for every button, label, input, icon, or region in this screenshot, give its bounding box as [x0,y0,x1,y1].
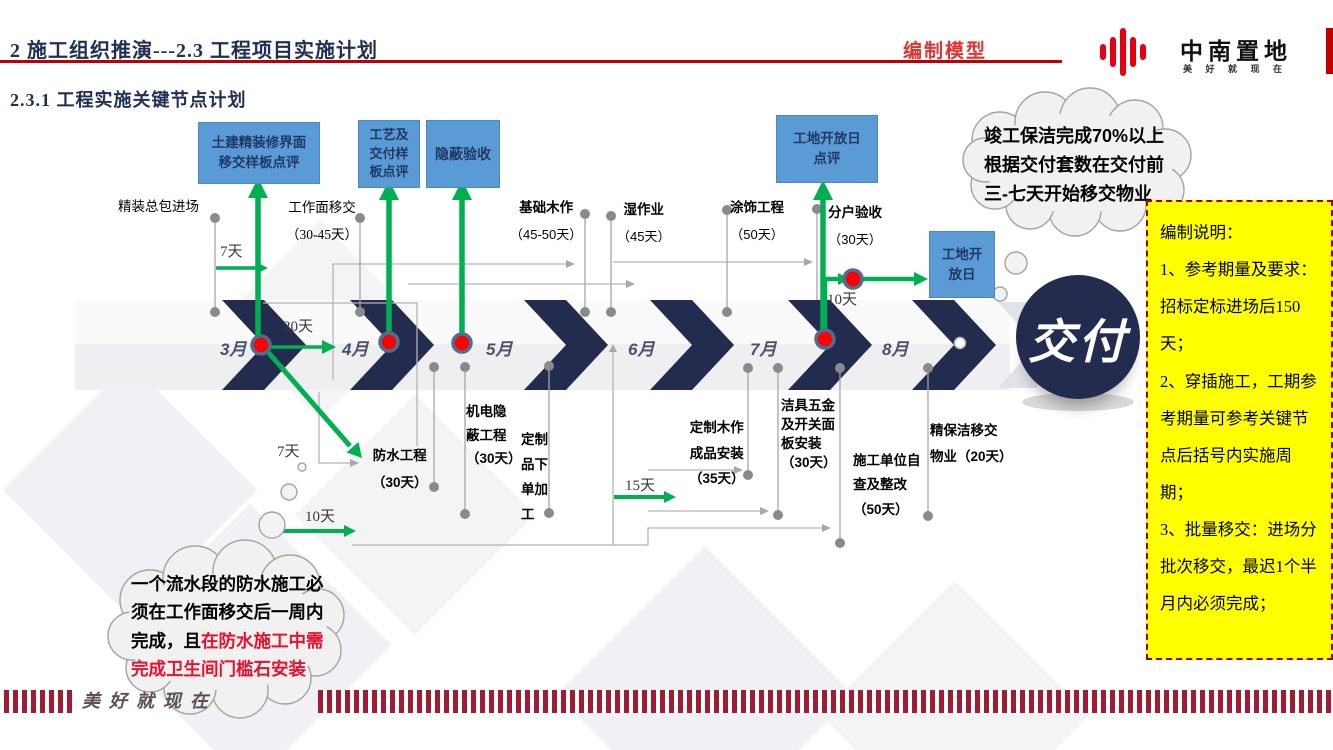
section-subtitle: 2.3.1 工程实施关键节点计划 [10,90,247,110]
task-stems [214,209,929,543]
month-label-jul: 7月 [750,340,777,359]
brand-tagline: 美 好 就 现 在 [1183,64,1288,74]
footer-barcode-left [4,690,76,713]
task-tushi-gongcheng: 涂饰工程 （50天） [730,200,784,242]
notes-title: 编制说明： [1160,223,1243,242]
notes-item-1: 1、参考期量及要求：招标定标进场后150天； [1160,260,1317,354]
header-divider [0,60,1062,63]
task-shizuoye: 湿作业 （45天） [617,202,671,244]
task-dingzhi-muzuo: 定制木作 成品安装 （35天） [689,420,745,487]
milestone-box-yinbi: 隐蔽验收 [426,120,500,188]
task-fangshui: 防水工程 （30天） [372,448,428,490]
duration-20days: 20天 [283,319,314,335]
month-label-apr: 4月 [342,340,369,359]
task-dingzhipin-xiadan: 定制品下单加工 [521,432,548,522]
notes-item-3: 3、批量移交：进场分批次移交，最迟1个半月内必须完成； [1160,520,1317,614]
brand-name: 中南置地 [1180,38,1292,64]
month-label-jun: 6月 [628,340,655,359]
task-shigong-zicha: 施工单位自 查及整改 （50天） [853,453,921,517]
brand-accent-bar [1326,28,1333,74]
month-label-aug: 8月 [882,340,909,359]
notes-panel: 编制说明： 1、参考期量及要求：招标定标进场后150天； 2、穿插施工，工期参考… [1146,200,1333,660]
duration-7days-top: 7天 [220,244,243,260]
duration-10days-top: 10天 [827,292,858,308]
milestone-white-dot [953,336,967,350]
task-jingbaojie-yijiao: 精保洁移交 物业（20天） [930,423,1013,465]
month-label-mar: 3月 [220,340,247,359]
milestone-red-dots [250,268,864,356]
milestone-box-tujian: 土建精装修界面 移交样板点评 [198,122,320,184]
milestone-box-kaifangri-pingdian: 工地开放日 点评 [776,115,878,183]
task-jinzhuang-jinchang: 精装总包进场 [118,199,199,214]
model-tag: 编制模型 [903,41,988,62]
task-gongzuomian-yijiao: 工作面移交 （30-45天） [286,200,358,242]
cloud-right-text: 竣工保洁完成70%以上 根据交付套数在交付前 三-七天开始移交物业 [984,126,1165,205]
thought-bubbles-bottom [258,462,307,539]
month-label-may: 5月 [486,340,513,359]
footer-barcode-right [318,690,1333,713]
task-jieju-wujin: 洁具五金 及开关面 板安装 （30天） [781,398,837,471]
thought-bubbles-right [992,251,1028,302]
cloud-bottom-shape [107,539,345,719]
duration-7days-bottom: 7天 [277,444,300,460]
task-dots [210,204,933,548]
notes-item-2: 2、穿插施工，工期参考期量可参考关键节点后括号内实施周期； [1160,371,1317,502]
cloud-bottom-text: 一个流水段的防水施工必 须在工作面移交后一周内 完成，且在防水施工中需 完成卫生… [131,574,324,680]
gray-connectors [263,261,822,546]
page-title: 2 施工组织推演---2.3 工程项目实施计划 [10,40,378,62]
gray-arrowheads [350,258,831,532]
milestone-box-gongyi: 工艺及 交付样 板点评 [358,120,420,188]
footer-slogan: 美好就现在 [82,691,217,711]
cloud-right-shape [962,87,1192,237]
task-jichu-muzuo: 基础木作 （45-50天） [510,200,583,242]
duration-15days: 15天 [625,478,656,494]
brand-soundwave-icon [1100,27,1146,77]
duration-10days-bottom: 10天 [305,509,336,525]
task-jidian-yinbi: 机电隐 蔽工程 （30天） [466,404,522,467]
month-chevrons [222,300,996,390]
deliver-shadow [1022,393,1134,411]
deliver-circle: 交付 [1016,275,1140,399]
task-fenhu-yanshou: 分户验收 （30天） [828,205,882,247]
milestone-box-kaifangri: 工地开 放日 [929,231,995,298]
